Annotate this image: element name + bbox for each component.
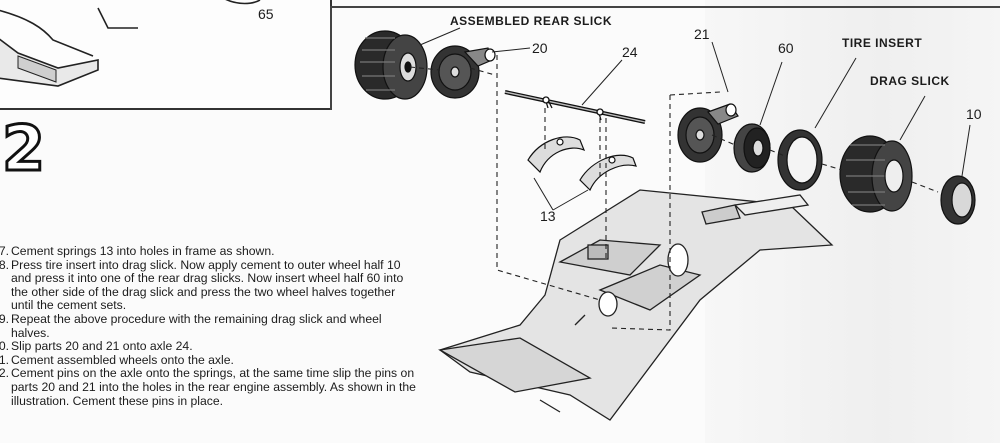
instruction-item: 1.Cement assembled wheels onto the axle. bbox=[0, 352, 234, 367]
wheel-half-60 bbox=[733, 123, 771, 173]
assembled-rear-slick-label: ASSEMBLED REAR SLICK bbox=[450, 14, 613, 28]
panel-border-left bbox=[330, 6, 332, 110]
part-number-20: 20 bbox=[532, 40, 548, 56]
instruction-item: 9.Repeat the above procedure with the re… bbox=[0, 311, 382, 340]
drag-slick bbox=[839, 135, 913, 213]
tire-insert-label: TIRE INSERT bbox=[842, 36, 923, 50]
instruction-item: 2.Cement pins on the axle onto the sprin… bbox=[0, 366, 416, 408]
drag-slick-label: DRAG SLICK bbox=[870, 74, 950, 88]
previous-step-inset bbox=[0, 0, 332, 110]
guide-lines bbox=[409, 55, 939, 331]
part-number-13: 13 bbox=[540, 208, 556, 224]
rear-slick-assembled bbox=[354, 30, 428, 100]
part-number-60: 60 bbox=[778, 40, 794, 56]
leader-lines bbox=[419, 27, 971, 211]
instruction-item: 7.Cement springs 13 into holes in frame … bbox=[0, 244, 275, 258]
sprocket-21 bbox=[677, 103, 739, 163]
instruction-item: 0.Slip parts 20 and 21 onto axle 24. bbox=[0, 339, 193, 354]
panel-border-top bbox=[330, 6, 1000, 8]
part-number-24: 24 bbox=[622, 44, 638, 60]
tire-insert bbox=[777, 129, 823, 191]
inset-illustration bbox=[0, 0, 261, 87]
sprocket-20 bbox=[430, 45, 496, 99]
instruction-list: 7.Cement springs 13 into holes in frame … bbox=[0, 244, 418, 408]
inset-callout-65: 65 bbox=[258, 6, 274, 22]
part-number-10: 10 bbox=[966, 106, 982, 122]
wheel-half-10 bbox=[940, 175, 976, 225]
chassis-frame bbox=[438, 189, 834, 421]
instruction-item: 8.Press tire insert into drag slick. Now… bbox=[0, 257, 404, 313]
axle-24 bbox=[504, 90, 646, 124]
springs-13 bbox=[527, 136, 637, 192]
part-number-21: 21 bbox=[694, 26, 710, 42]
step-number: 2 bbox=[0, 112, 46, 185]
